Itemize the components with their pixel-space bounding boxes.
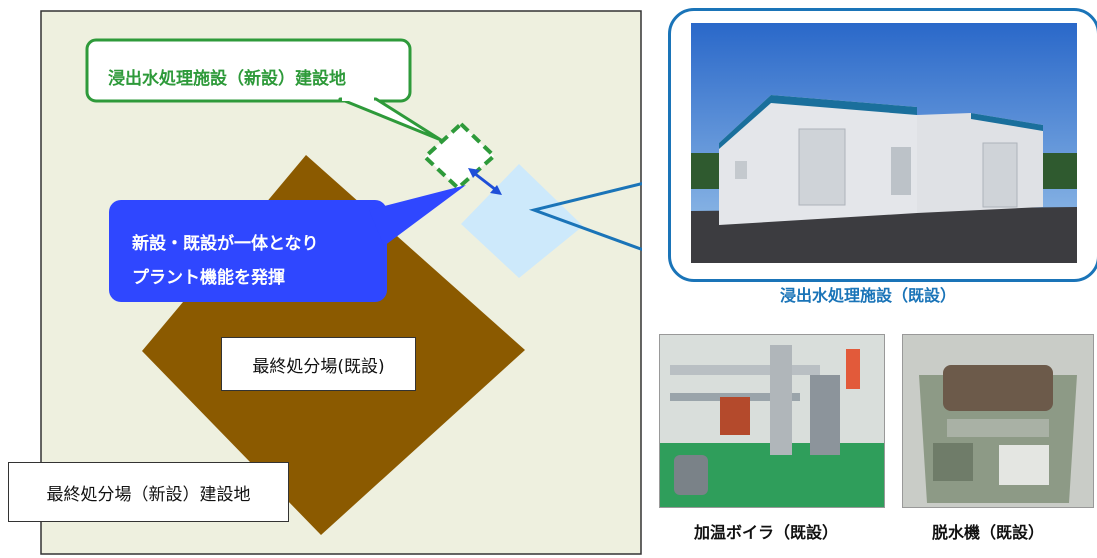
existing-facility-caption: 浸出水処理施設（既設） <box>780 286 957 305</box>
connection-arrow <box>473 171 497 192</box>
dehydrator-caption: 脱水機（既設） <box>932 523 1045 542</box>
integration-callout-pointer <box>369 185 466 246</box>
existing-facility-photo-frame <box>668 8 1097 282</box>
new-leachate-facility-site <box>422 121 497 191</box>
integration-callout-line2: プラント機能を発揮 <box>132 268 285 288</box>
arrow-head-end <box>490 185 502 195</box>
existing-landfill-label: 最終処分場(既設) <box>221 337 416 391</box>
dehydrator-photo <box>902 334 1094 508</box>
new-facility-callout-bubble <box>85 38 412 103</box>
green-callout-seam <box>342 96 374 101</box>
existing-facility-photo <box>691 23 1077 263</box>
integration-callout-line1: 新設・既設が一体となり <box>132 234 319 254</box>
photo-callout-pointer <box>528 182 642 252</box>
new-landfill-label: 最終処分場（新設）建設地 <box>8 462 289 522</box>
new-facility-callout-text: 浸出水処理施設（新設）建設地 <box>108 69 346 89</box>
boiler-photo <box>659 334 885 508</box>
boiler-caption: 加温ボイラ（既設） <box>694 523 839 542</box>
arrow-head-start <box>468 168 480 178</box>
integration-callout-bubble <box>109 200 387 302</box>
